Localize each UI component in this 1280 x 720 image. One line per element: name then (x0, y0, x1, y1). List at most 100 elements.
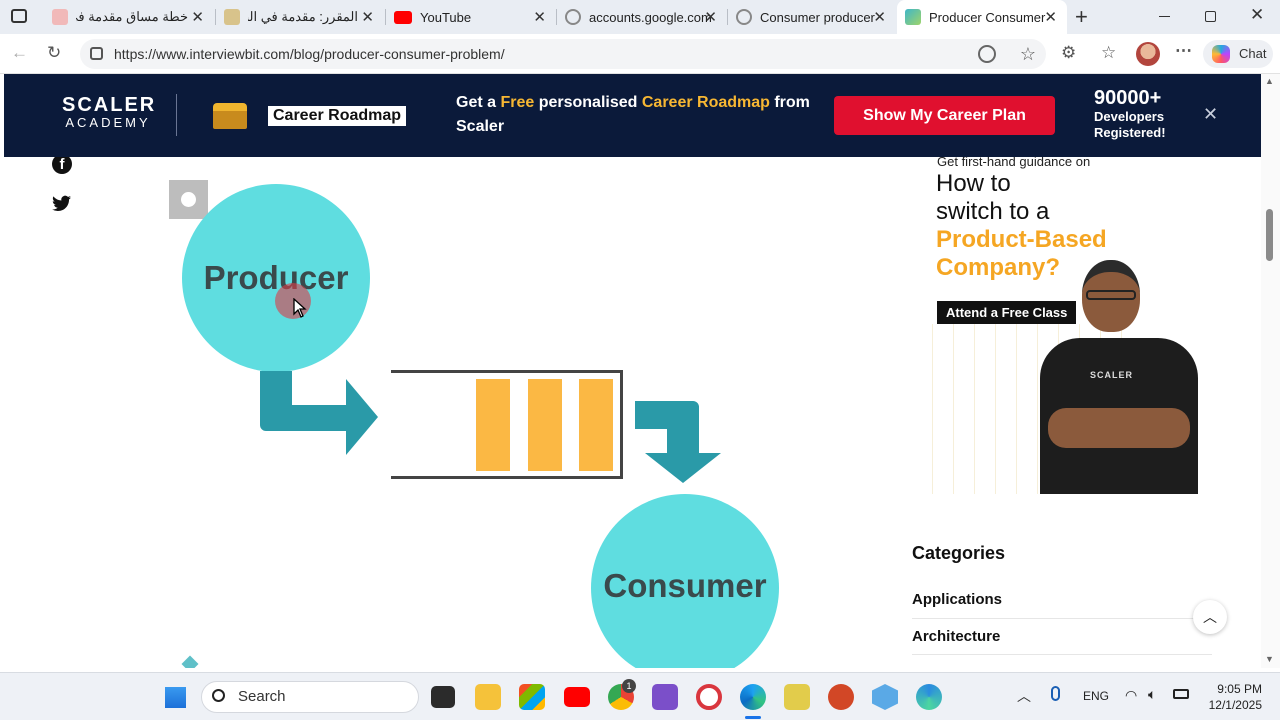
scroll-to-top-button[interactable]: ︿ (1193, 600, 1227, 634)
copilot-chat-button[interactable]: Chat (1203, 40, 1273, 68)
mouse-cursor-icon (293, 298, 307, 318)
tab-2[interactable]: المقرر: مقدمة في البر ✕ (216, 0, 384, 34)
facebook-icon[interactable]: f (52, 157, 72, 174)
scroll-thumb[interactable] (1266, 209, 1273, 261)
close-tab-icon[interactable]: ✕ (361, 9, 374, 26)
ad-line: switch to a (936, 198, 1050, 225)
show-hidden-icons[interactable]: ︿ (1017, 688, 1031, 704)
refresh-icon[interactable]: ↻ (47, 43, 62, 62)
shirt-logo: SCALER (1090, 370, 1134, 380)
app-icon-hexagon[interactable] (872, 684, 898, 710)
close-tab-icon[interactable]: ✕ (191, 9, 204, 26)
store-icon[interactable] (519, 684, 545, 710)
clock-time: 9:05 PM (1217, 682, 1262, 696)
visual-studio-icon[interactable] (652, 684, 678, 710)
page-content: f Producer Consumer Get first-hand guida… (0, 157, 1261, 668)
new-tab-icon[interactable]: + (1075, 4, 1088, 29)
category-link-architecture[interactable]: Architecture (912, 628, 1001, 645)
chat-label: Chat (1239, 46, 1267, 61)
close-banner-icon[interactable]: ✕ (1203, 104, 1219, 124)
favorites-icon[interactable]: ☆ (1101, 43, 1117, 62)
google-icon (736, 9, 752, 25)
click-highlight (275, 283, 311, 319)
category-link-applications[interactable]: Applications (912, 591, 1003, 608)
tab-title: Producer Consumer (929, 9, 1046, 25)
producer-label: Producer (203, 259, 349, 296)
clock-date: 12/1/2025 (1208, 698, 1262, 712)
scaler-logo[interactable]: SCALER ACADEMY (62, 94, 154, 130)
buffer-top-edge (391, 370, 623, 373)
taskbar-search[interactable]: Search (201, 681, 419, 713)
edge-dev-icon[interactable] (916, 684, 942, 710)
tab-actions-icon[interactable] (11, 9, 27, 23)
close-tab-icon[interactable]: ✕ (873, 9, 886, 26)
tab-youtube[interactable]: YouTube ✕ (386, 0, 556, 34)
profile-avatar[interactable] (1136, 42, 1160, 66)
restore-icon[interactable] (1205, 11, 1216, 22)
close-window-icon[interactable]: ✕ (1250, 5, 1265, 24)
course-icon (224, 9, 240, 25)
address-bar[interactable]: https://www.interviewbit.com/blog/produc… (80, 39, 1046, 69)
close-tab-icon[interactable]: ✕ (533, 9, 546, 26)
close-tab-icon[interactable]: ✕ (704, 9, 717, 26)
category-divider (912, 654, 1212, 655)
crossed-arms (1048, 408, 1190, 448)
show-career-plan-button[interactable]: Show My Career Plan (834, 96, 1055, 135)
buffer-slot (579, 379, 613, 471)
app-icon-yellow[interactable] (784, 684, 810, 710)
battery-icon[interactable] (1173, 689, 1189, 699)
pinterest-save-button[interactable] (169, 180, 208, 219)
tab-title: YouTube (420, 9, 472, 25)
back-icon[interactable]: ← (11, 43, 28, 62)
minimize-icon[interactable] (1159, 16, 1170, 17)
treasure-chest-icon (213, 103, 247, 129)
msg-roadmap: Career Roadmap (641, 94, 770, 111)
consumer-label: Consumer (603, 567, 767, 604)
tab-title: المقرر: مقدمة في البر (248, 9, 358, 24)
more-menu-icon[interactable]: ⋯ (1175, 41, 1192, 60)
extensions-icon[interactable]: ⚙ (1061, 43, 1077, 62)
logo-bottom: ACADEMY (65, 115, 151, 130)
chrome-icon[interactable]: 1 (608, 679, 636, 710)
site-info-icon[interactable] (90, 47, 103, 60)
attend-free-class-button[interactable]: Attend a Free Class (937, 301, 1077, 324)
sidebar-ad[interactable]: Get first-hand guidance on How to switch… (912, 157, 1213, 494)
ad-line-highlight: Company? (936, 254, 1061, 281)
msg-part: Get a (456, 94, 501, 111)
twitter-icon[interactable] (52, 195, 72, 213)
wifi-icon[interactable]: ◠ (1125, 687, 1138, 703)
logo-top: SCALER (62, 94, 157, 116)
tab-consumer-producer[interactable]: Consumer producer ✕ (728, 0, 896, 34)
search-icon (212, 689, 225, 702)
scroll-down-arrow-icon[interactable]: ▼ (1265, 654, 1274, 664)
page-scrollbar[interactable]: ▲ ▼ (1261, 74, 1280, 668)
favorite-star-icon[interactable]: ☆ (1019, 44, 1036, 64)
pinterest-icon (181, 192, 196, 207)
powerpoint-icon[interactable] (828, 684, 854, 710)
tab-google-accounts[interactable]: accounts.google.com ✕ (557, 0, 727, 34)
tab-producer-consumer[interactable]: Producer Consumer ✕ (897, 0, 1067, 34)
banner-message: Get a Free personalised Career Roadmap f… (456, 91, 826, 139)
task-view-icon[interactable] (431, 686, 455, 708)
microphone-icon[interactable] (1051, 686, 1060, 701)
diamond-marker-icon (181, 655, 199, 668)
volume-icon[interactable]: 🔈︎ (1148, 686, 1157, 702)
tab-1[interactable]: خطة مساق مقدمة في ✕ (44, 0, 214, 34)
youtube-app-icon[interactable] (564, 687, 590, 707)
screen-recorder-icon[interactable] (696, 684, 722, 710)
clock[interactable]: 9:05 PM 12/1/2025 (1200, 681, 1262, 713)
edge-icon[interactable] (740, 684, 766, 710)
language-indicator[interactable]: ENG (1083, 689, 1110, 703)
youtube-icon (394, 10, 412, 24)
divider (176, 94, 177, 136)
tab-title: Consumer producer (760, 9, 875, 25)
close-tab-icon[interactable]: ✕ (1044, 9, 1057, 26)
count-sub: Registered! (1094, 125, 1166, 140)
scroll-up-arrow-icon[interactable]: ▲ (1265, 76, 1274, 86)
windows-start-icon[interactable] (164, 686, 186, 708)
url-text: https://www.interviewbit.com/blog/produc… (114, 46, 505, 62)
tab-title: خطة مساق مقدمة في (76, 9, 188, 24)
msg-part: personalised (534, 94, 642, 111)
reader-icon[interactable] (978, 45, 996, 63)
file-explorer-icon[interactable] (475, 684, 501, 710)
